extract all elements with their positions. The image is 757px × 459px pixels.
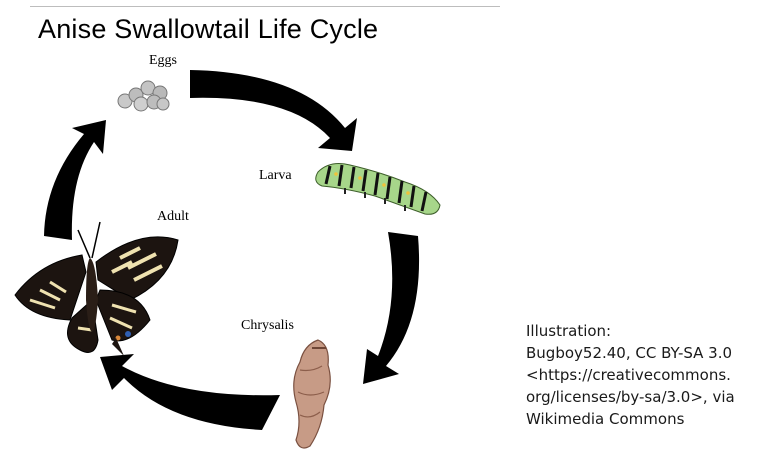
arrow-adult-to-eggs (44, 120, 106, 240)
butterfly-icon (15, 222, 178, 356)
arrow-eggs-to-larva (190, 70, 357, 151)
stage-label-chrysalis: Chrysalis (241, 318, 294, 334)
arrow-chrysalis-to-adult (100, 354, 280, 430)
stage-label-larva: Larva (259, 168, 292, 184)
credit-line: org/licenses/by-sa/3.0>, via (526, 386, 754, 408)
credit-line: <https://creativecommons. (526, 364, 754, 386)
stage-label-eggs: Eggs (149, 53, 177, 69)
image-credit: Illustration: Bugboy52.40, CC BY-SA 3.0 … (526, 320, 754, 430)
credit-line: Bugboy52.40, CC BY-SA 3.0 (526, 342, 754, 364)
stage-label-adult: Adult (157, 209, 189, 225)
arrow-larva-to-chrysalis (363, 232, 419, 384)
caterpillar-icon (316, 164, 440, 215)
cycle-arrows (44, 70, 419, 430)
credit-line: Illustration: (526, 320, 754, 342)
eggs-icon (118, 81, 169, 111)
credit-line: Wikimedia Commons (526, 408, 754, 430)
chrysalis-icon (294, 340, 331, 448)
